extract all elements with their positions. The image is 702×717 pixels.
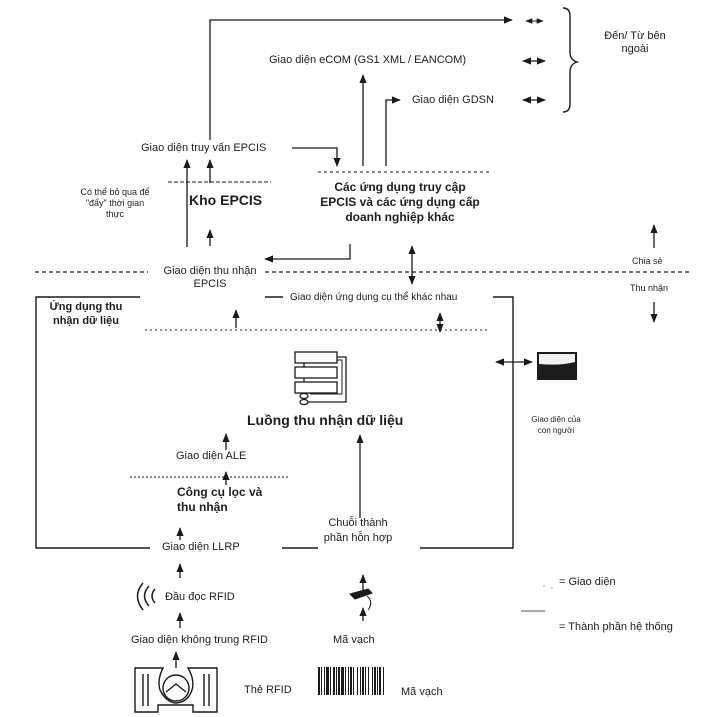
legend-interface-marker: [543, 585, 553, 589]
bypass-note: Có thể bỏ qua để "đẩy" thời gian thực: [80, 187, 150, 219]
epcis-query-interface-label: Giao diện truy vấn EPCIS: [141, 142, 267, 154]
rfid-reader-waves-icon: [136, 582, 156, 611]
query-to-apps-arrow: [292, 147, 341, 167]
external-brace-label: Đến/ Từ bên ngoài: [604, 30, 666, 55]
barcode-bar: [321, 667, 322, 695]
apps-to-capture-arrow: [264, 244, 351, 263]
legend-system-component-label: = Thành phần hệ thống: [559, 621, 673, 633]
barcode-bar: [338, 667, 340, 695]
capture-layer-label: Thu nhận: [630, 283, 669, 293]
human-interface-screen-icon: [537, 352, 577, 380]
external-brace: [562, 7, 580, 113]
barcode-bar: [333, 667, 335, 695]
barcode-bar: [360, 667, 361, 695]
barcode-scanner-label: Mã vạch: [333, 634, 375, 646]
barcode-graphic: [318, 667, 384, 695]
barcode-bar: [374, 667, 376, 695]
ecom-interface-label: Giao diện eCOM (GS1 XML / EANCOM): [269, 54, 467, 66]
rfid-tag-icon: [134, 667, 218, 713]
barcode-label: Mã vạch: [401, 686, 443, 698]
filter-capture-label: Công cụ lọc và thu nhận: [177, 485, 263, 514]
barcode-bar: [372, 667, 373, 695]
ale-interface-label: Giao diện ALE: [176, 450, 247, 462]
rfid-air-interface-label: Giao diện không trung RFID: [131, 634, 268, 646]
barcode-bar: [341, 667, 344, 695]
barcode-bar: [324, 667, 325, 695]
barcode-bar: [353, 667, 354, 695]
gdsn-interface-label: Giao diện GDSN: [412, 94, 494, 106]
share-layer-label: Chia sẻ: [632, 256, 663, 266]
legend-interface-label: = Giao diện: [559, 576, 616, 588]
barcode-bar: [383, 667, 384, 695]
barcode-scanner-icon: [349, 588, 373, 611]
epcis-capture-interface-label: Giao diện thu nhận EPCIS: [163, 265, 257, 290]
rfid-reader-label: Đầu đọc RFID: [165, 591, 235, 603]
epcis-apps-label: Các ứng dụng truy cập EPCIS và các ứng d…: [320, 180, 480, 224]
barcode-bar: [357, 667, 358, 695]
barcode-bar: [377, 667, 378, 695]
barcode-bar: [362, 667, 364, 695]
barcode-bar: [348, 667, 349, 695]
barcode-bar: [326, 667, 329, 695]
llrp-interface-label: Giao diện LLRP: [162, 541, 240, 553]
barcode-bar: [345, 667, 346, 695]
barcode-bar: [318, 667, 320, 695]
capture-app-box-left: [35, 296, 150, 549]
barcode-bar: [336, 667, 337, 695]
workflow-icon: [294, 351, 347, 406]
human-interface-label: Giao diện của con người: [531, 415, 581, 435]
barcode-bar: [330, 667, 331, 695]
barcode-bar: [379, 667, 381, 695]
barcode-bar: [365, 667, 366, 695]
barcode-bar: [350, 667, 352, 695]
composite-chain-label: Chuỗi thành phần hỗn hợp: [323, 517, 393, 544]
barcode-bar: [368, 667, 369, 695]
capture-app-box-right: [420, 296, 514, 549]
capture-application-label: Ứng dụng thu nhận dữ liệu: [49, 301, 123, 327]
app-specific-interfaces-label: Giao diện ứng dụng cụ thể khác nhau: [290, 292, 458, 303]
epcis-repository-label: Kho EPCIS: [189, 192, 263, 208]
capture-workflow-label: Luồng thu nhận dữ liệu: [247, 412, 404, 428]
apps-to-gdsn-arrow: [385, 96, 401, 166]
rfid-tag-label: Thẻ RFID: [244, 684, 292, 696]
query-to-external-connector: [209, 16, 513, 140]
